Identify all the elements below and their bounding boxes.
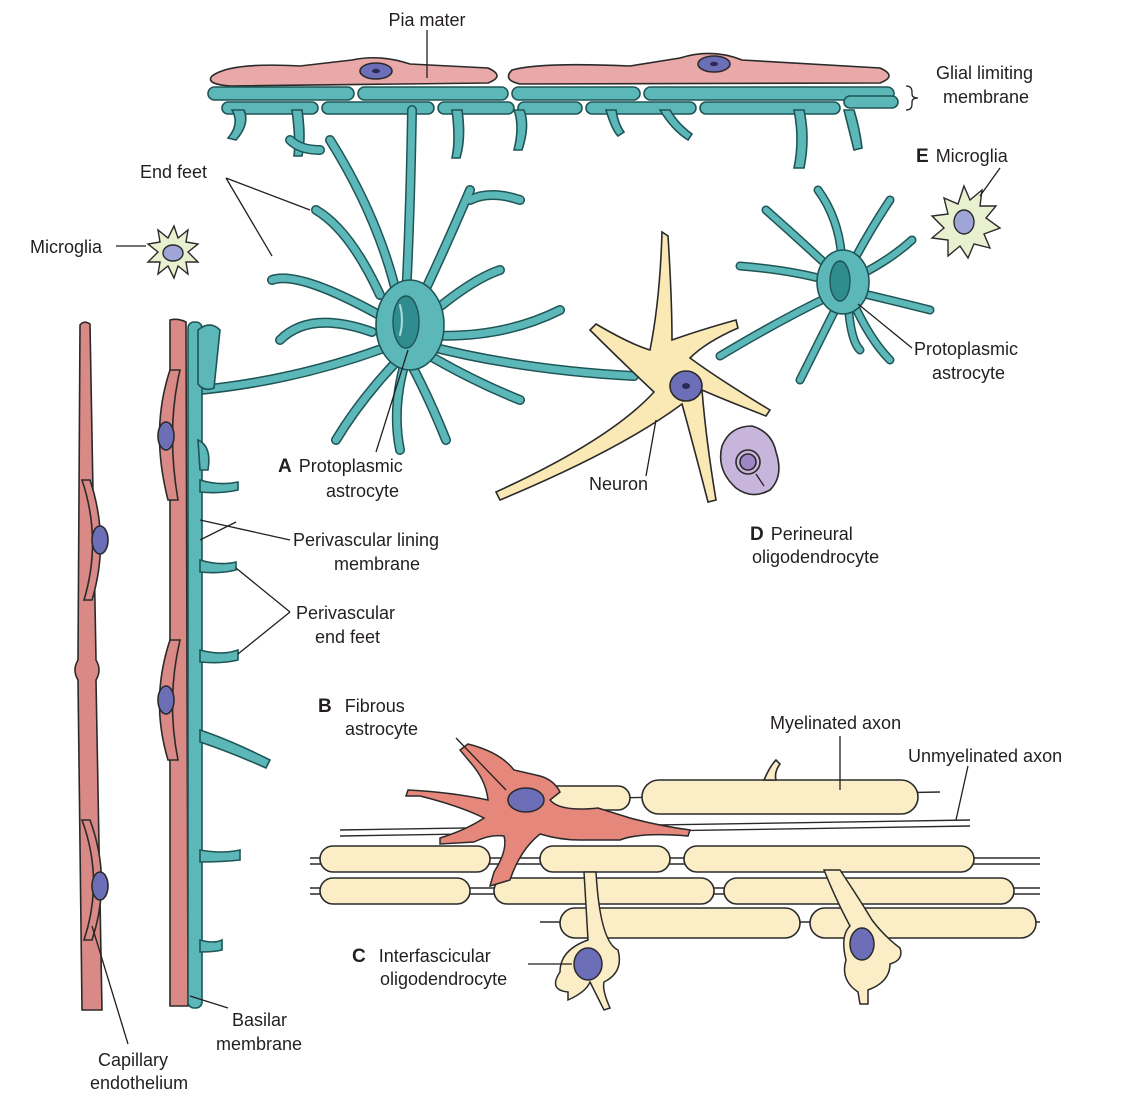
- label-microglia-left: Microglia: [30, 237, 103, 257]
- label-interfascicular-line2: oligodendrocyte: [380, 969, 508, 989]
- capillary-endothelium: [74, 318, 189, 1011]
- label-unmyelinated-axon: Unmyelinated axon: [908, 746, 1063, 766]
- label-glial-limiting-line2: membrane: [943, 87, 1030, 107]
- label-capillary-line2: endothelium: [90, 1073, 189, 1093]
- label-perivascular-lining-line1: Perivascular lining: [293, 530, 440, 550]
- perineural-oligodendrocyte: [719, 425, 780, 496]
- label-basilar-line2: membrane: [216, 1034, 303, 1054]
- label-fibrous-b: B Fibrous: [318, 695, 405, 718]
- label-perivascular-lining-line2: membrane: [334, 554, 421, 574]
- interfascicular-oligodendrocytes: [554, 869, 902, 1011]
- label-letter-e: E: [916, 146, 929, 167]
- label-perivascular-end-feet-line2: end feet: [315, 627, 381, 647]
- label-glial-limiting-line1: Glial limiting: [936, 63, 1034, 83]
- microglia-left-cell: [146, 224, 200, 280]
- label-protoplasmic-a-line1: Protoplasmic: [298, 456, 403, 476]
- label-end-feet: End feet: [140, 162, 208, 182]
- label-fibrous-line1: Fibrous: [344, 696, 405, 716]
- label-perivascular-end-feet-line1: Perivascular: [296, 603, 396, 623]
- label-protoplasmic-e-line2: astrocyte: [932, 363, 1006, 383]
- label-interfascicular-line1: Interfascicular: [378, 946, 491, 966]
- label-neuron: Neuron: [589, 474, 649, 494]
- neuron: [494, 230, 772, 503]
- label-letter-a: A: [278, 456, 292, 477]
- pia-mater: [209, 52, 890, 87]
- label-fibrous-line2: astrocyte: [345, 719, 419, 739]
- glial-limiting-membrane: [207, 86, 899, 169]
- protoplasmic-astrocyte-e: [715, 185, 935, 385]
- label-capillary-line1: Capillary: [98, 1050, 169, 1070]
- label-perineural-d: D Perineural: [750, 523, 853, 546]
- label-letter-b: B: [318, 696, 332, 717]
- label-perineural-line2: oligodendrocyte: [752, 547, 880, 567]
- microglia-right-cell: [930, 184, 1002, 260]
- label-letter-d: D: [750, 524, 764, 545]
- label-protoplasmic-a: A Protoplasmic: [278, 455, 403, 478]
- label-protoplasmic-a-line2: astrocyte: [326, 481, 400, 501]
- label-myelinated-axon: Myelinated axon: [770, 713, 902, 733]
- label-perineural-line1: Perineural: [770, 524, 853, 544]
- label-pia-mater: Pia mater: [388, 10, 466, 30]
- label-protoplasmic-e-line1: Protoplasmic: [914, 339, 1019, 359]
- leader-lines: [91, 30, 1001, 1045]
- label-interfascicular-c: C Interfascicular: [352, 945, 491, 968]
- label-microglia-right: Microglia: [935, 146, 1008, 166]
- fibrous-astrocyte: [404, 743, 691, 888]
- perivascular-end-feet: [187, 321, 272, 1009]
- label-basilar-line1: Basilar: [232, 1010, 288, 1030]
- myelinated-axons: [319, 758, 1037, 939]
- protoplasmic-astrocyte-a: [195, 105, 639, 455]
- label-letter-c: C: [352, 946, 366, 967]
- label-microglia-e: E Microglia: [916, 145, 1008, 168]
